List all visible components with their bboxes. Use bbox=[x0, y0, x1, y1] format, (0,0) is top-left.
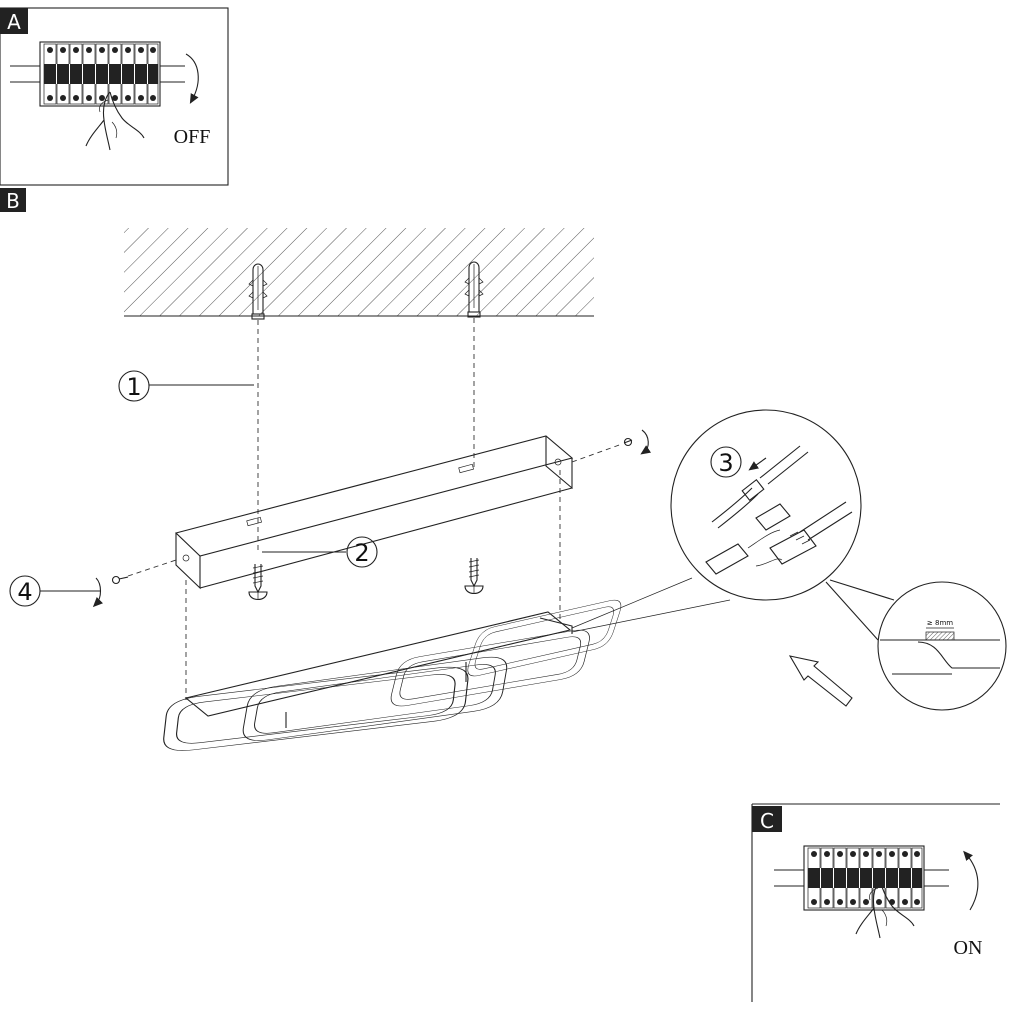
callout-4-number: 4 bbox=[17, 578, 32, 606]
screw-icon bbox=[464, 557, 484, 595]
assembly-direction-arrow bbox=[788, 655, 853, 707]
panel-a-frame bbox=[0, 7, 229, 186]
screw-icon bbox=[248, 563, 268, 601]
rotation-arrow-icon bbox=[640, 429, 652, 455]
callout-4: 4 bbox=[9, 559, 177, 608]
callout-1-number: 1 bbox=[126, 373, 141, 401]
panel-a-letter: A bbox=[7, 10, 21, 34]
rotation-arrow-icon bbox=[185, 53, 199, 104]
panel-c-letter-box bbox=[752, 806, 782, 832]
terminal-block-icon bbox=[705, 543, 749, 575]
callout-1: 1 bbox=[118, 370, 254, 402]
lamp-loop bbox=[387, 627, 593, 710]
callout-3-number: 3 bbox=[718, 449, 733, 477]
callout-2: 2 bbox=[262, 536, 378, 568]
panel-a: A OFF bbox=[0, 7, 229, 186]
clearance-detail: ≥ 8mm bbox=[825, 579, 1007, 711]
connector-icon bbox=[741, 478, 765, 502]
screw-icon bbox=[111, 575, 129, 585]
panel-c: C ON bbox=[751, 803, 1000, 1002]
panel-c-letter: C bbox=[760, 809, 774, 833]
panel-b-letter-box bbox=[0, 188, 26, 212]
wiring-detail: 3 bbox=[571, 409, 862, 633]
lamp-body bbox=[161, 597, 625, 755]
panel-b: B bbox=[0, 188, 26, 213]
clearance-label: ≥ 8mm bbox=[927, 619, 953, 627]
lamp-loop bbox=[161, 663, 471, 755]
ceiling bbox=[124, 228, 594, 320]
callout-2-number: 2 bbox=[354, 539, 369, 567]
breaker-panel-icon bbox=[9, 41, 186, 107]
panel-a-state: OFF bbox=[174, 126, 211, 148]
mounting-bracket bbox=[174, 435, 574, 590]
side-screw-right bbox=[571, 429, 652, 463]
rotation-arrow-icon bbox=[963, 850, 979, 911]
panel-b-letter: B bbox=[6, 189, 20, 213]
lamp-loop bbox=[463, 597, 625, 680]
breaker-panel-icon bbox=[773, 845, 950, 911]
panel-c-state: ON bbox=[954, 937, 983, 959]
panel-a-letter-box bbox=[0, 8, 28, 34]
